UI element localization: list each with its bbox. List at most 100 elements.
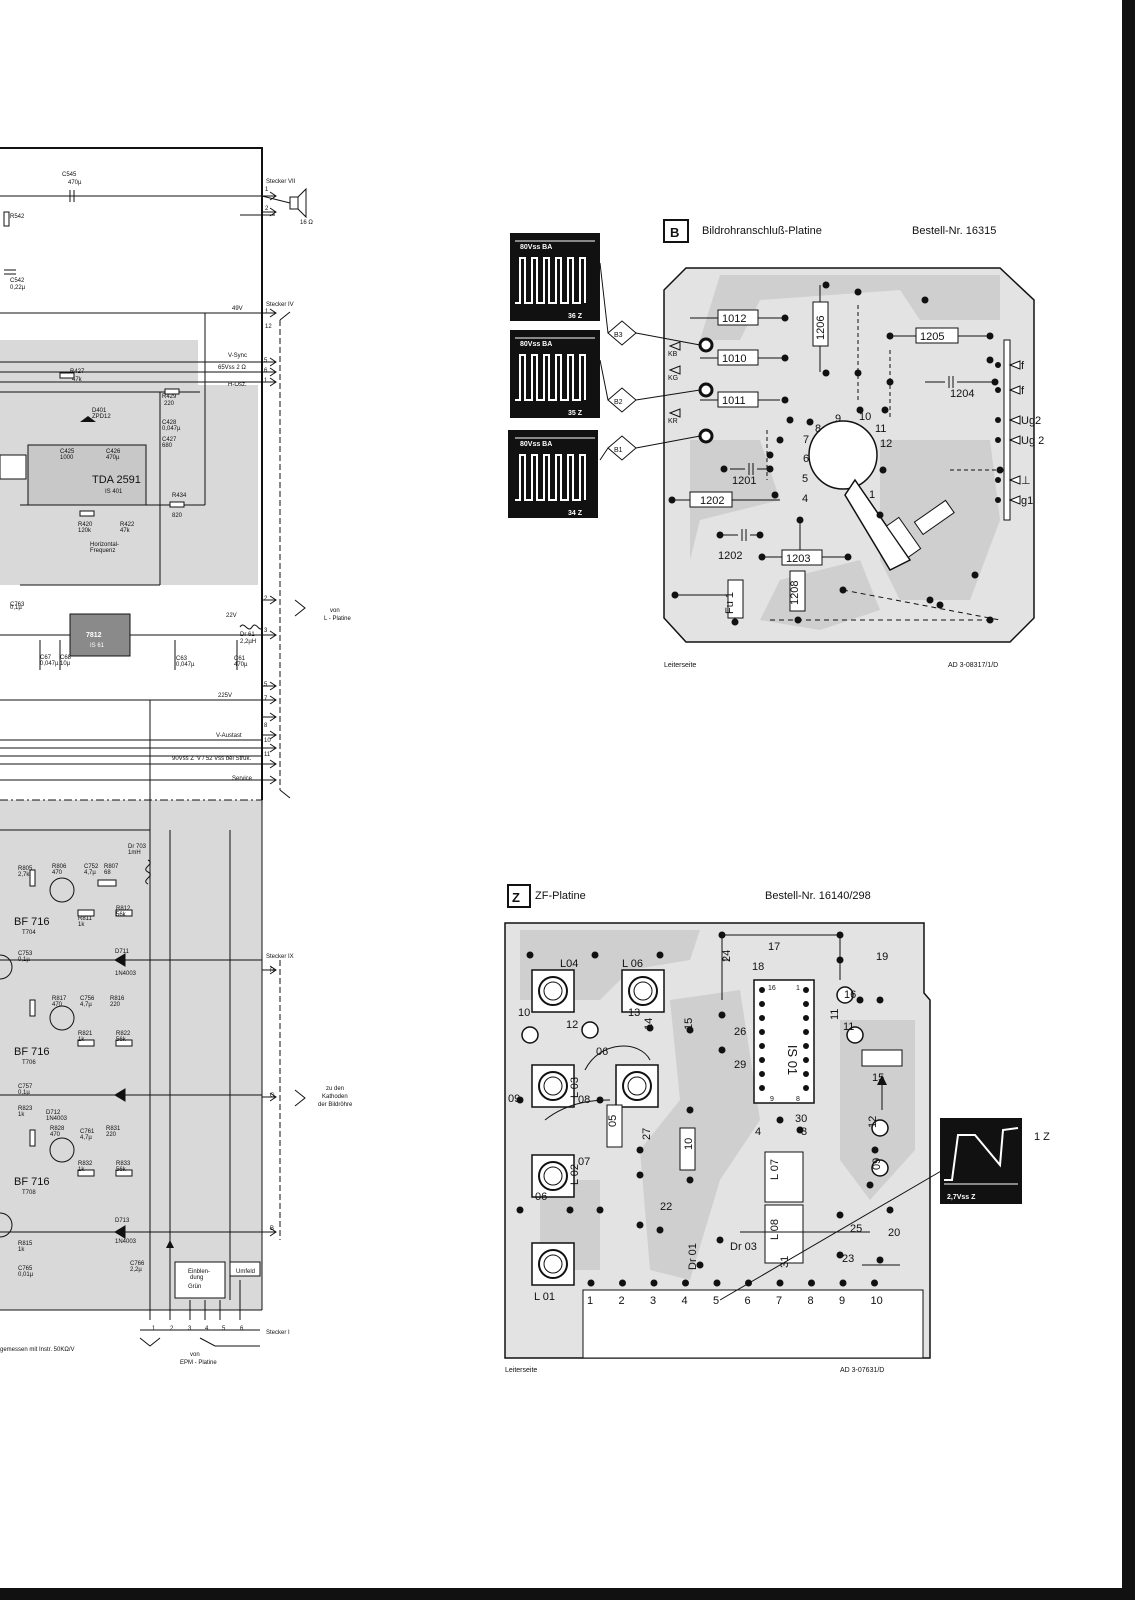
solder-pad [720,465,728,473]
board-b-part-label-2: 1202 [718,550,742,562]
schematic-label: 47k [72,377,83,383]
schematic-label: 49V [232,306,243,312]
board-z-letter-box [507,884,531,908]
connector-pin-number: 6 [745,1295,751,1307]
schematic-label: 680 [162,443,173,449]
schematic-label: 0,047µ [176,662,195,668]
schematic-label: 4,7µ [80,1002,92,1008]
connector-strip [582,1289,924,1359]
board-b-right-pin: g1 [1021,495,1033,507]
solder-pad [596,1206,604,1214]
schematic-label: 0,1µ [18,957,30,963]
board-b-section: B Bildrohranschluß-Platine Bestell-Nr. 1… [508,219,1044,669]
scope-node-label: B1 [614,447,623,454]
schematic-label: 820 [172,513,183,519]
board-b-part-label: 1208 [789,581,801,605]
fuse-fu1 [913,499,955,536]
connector-pin-number: 9 [839,1295,845,1307]
board-z-part-label: 15 [872,1072,884,1084]
solder-pad [995,387,1001,393]
coil-label: L 01 [534,1291,555,1303]
ic-is01 [753,979,815,1104]
schematic-label: 1k [78,922,85,928]
schematic-label: 220 [110,1002,121,1008]
solder-pad [886,332,894,340]
board-z-part-label: 12 [566,1019,578,1031]
schematic-label: C427 [162,437,177,443]
schematic-label: R833 [116,1161,131,1167]
board-z-part-label: 08 [578,1094,590,1106]
transistor-label: BF 716 [14,1046,49,1058]
schematic-label: 1k [18,1112,25,1118]
ic-pin-number: 8 [796,1096,800,1103]
schematic-label: R823 [18,1106,33,1112]
board-z-part-label: 27 [641,1128,653,1140]
pin-number: 4 [205,1326,209,1332]
board-z-part-label: 4 [755,1126,761,1138]
schematic-label: C757 [18,1084,33,1090]
solder-pad [839,1279,847,1287]
crt-cathode-pin: KG [668,375,678,382]
board-z-part-label: 24 [721,950,733,962]
schematic-label: 2,7k [18,872,30,878]
pin-number: 3 [188,1326,192,1332]
board-b-right-pin: Ug2 [1021,415,1041,427]
schematic-label: 470µ [234,662,248,668]
solder-pad [803,1071,809,1077]
board-z-part-label: 17 [768,941,780,953]
connector-label: Stecker IX [266,954,294,960]
schematic-label: 56k [116,912,127,918]
solder-pad [759,1029,765,1035]
board-b-title: Bildrohranschluß-Platine [702,225,822,237]
transistor-label: BF 716 [14,916,49,928]
solder-pad [646,1024,654,1032]
solder-pad [822,281,830,289]
schematic-label: R812 [116,906,131,912]
pin-number: 1 [264,378,268,384]
pin-number: B [270,1226,274,1232]
ic-pin-number: 1 [796,985,800,992]
solder-pad [716,531,724,539]
solder-pad [794,616,802,624]
schematic-label: 470µ [68,180,82,186]
socket-pin-number: 1 [869,489,875,501]
solder-pad [926,596,934,604]
schematic-label: 0,047µ [162,426,181,432]
solder-pad [986,616,994,624]
schematic-label: Frequenz [90,548,115,554]
solder-pad [566,1206,574,1214]
board-z-part-label: 09 [508,1093,520,1105]
pin-number: 5 [222,1326,226,1332]
solder-pad [596,1096,604,1104]
schematic-label: Umfeld [236,1269,255,1275]
pin-number: R [270,968,275,974]
schematic-label: C63 [176,656,188,662]
pin-number: 6 [240,1326,244,1332]
schematic-label: C761 [80,1129,95,1135]
board-b-part-label: 1206 [815,316,827,340]
solder-pad [822,369,830,377]
solder-pad [803,1057,809,1063]
coil-label: L 02 [569,1164,581,1185]
schematic-destination-label: Kathoden [322,1094,348,1100]
schematic-label: 1N4003 [115,1239,137,1245]
solder-pad [759,1043,765,1049]
schematic-label: 0,22µ [10,285,26,291]
solder-pad [686,1176,694,1184]
solder-pad [921,296,929,304]
schematic-label: R542 [10,214,25,220]
pin-number: 11 [264,752,271,758]
speaker-impedance: 16 Ω [300,220,313,226]
solder-pad [516,1206,524,1214]
schematic-label: R828 [50,1126,65,1132]
board-b-order-number: Bestell-Nr. 16315 [912,225,996,237]
schematic-label: C765 [18,1266,33,1272]
schematic-label: 4,7µ [80,1135,92,1141]
solder-pad [996,466,1004,474]
solder-pad [836,1211,844,1219]
coil-label: L 03 [569,1077,581,1098]
solder-pad [636,1146,644,1154]
board-z-part-label: 07 [578,1156,590,1168]
solder-pad [836,956,844,964]
ic-tda2591-label: TDA 2591 [92,474,141,486]
